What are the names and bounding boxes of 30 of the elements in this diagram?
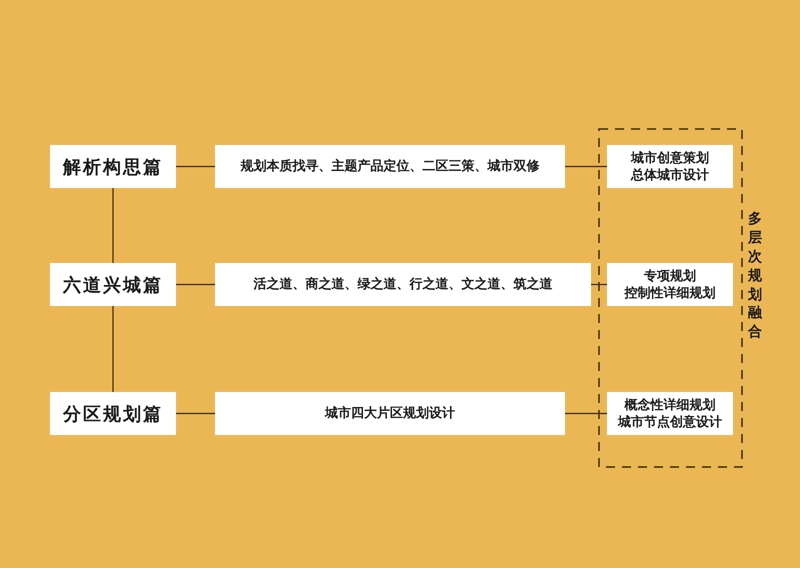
- connector-line: [176, 284, 215, 286]
- box-text: 城市四大片区规划设计: [325, 405, 455, 422]
- box-text: 解析构思篇: [63, 156, 163, 178]
- text-box: [50, 263, 176, 306]
- group-heading: 多层次规划融合: [748, 210, 762, 342]
- connector-line: [112, 306, 114, 392]
- box-text: 六道兴城篇: [63, 274, 163, 296]
- text-box: [607, 263, 733, 306]
- text-box: [215, 145, 565, 188]
- connector-line: [112, 188, 114, 263]
- text-box: [607, 145, 733, 188]
- connector-line: [176, 412, 215, 414]
- box-text: 专项规划: [644, 268, 696, 284]
- text-box: [50, 145, 176, 188]
- connector-line: [565, 166, 607, 168]
- text-box: [50, 392, 176, 435]
- box-text: 城市创意策划: [631, 150, 709, 166]
- box-text: 城市节点创意设计: [618, 414, 722, 430]
- connector-line: [565, 412, 607, 414]
- box-text: 规划本质找寻、主题产品定位、二区三策、城市双修: [240, 158, 540, 175]
- box-text: 控制性详细规划: [624, 284, 716, 302]
- text-box: [215, 263, 591, 306]
- box-text: 分区规划篇: [63, 402, 163, 426]
- text-box: [215, 392, 565, 435]
- connector-line: [176, 166, 215, 168]
- box-text: 活之道、商之道、绿之道、行之道、文之道、筑之道: [254, 276, 552, 293]
- connector-line: [591, 284, 607, 286]
- box-text: 概念性详细规划: [624, 396, 716, 414]
- text-box: [607, 392, 733, 435]
- box-text: 总体城市设计: [631, 166, 709, 184]
